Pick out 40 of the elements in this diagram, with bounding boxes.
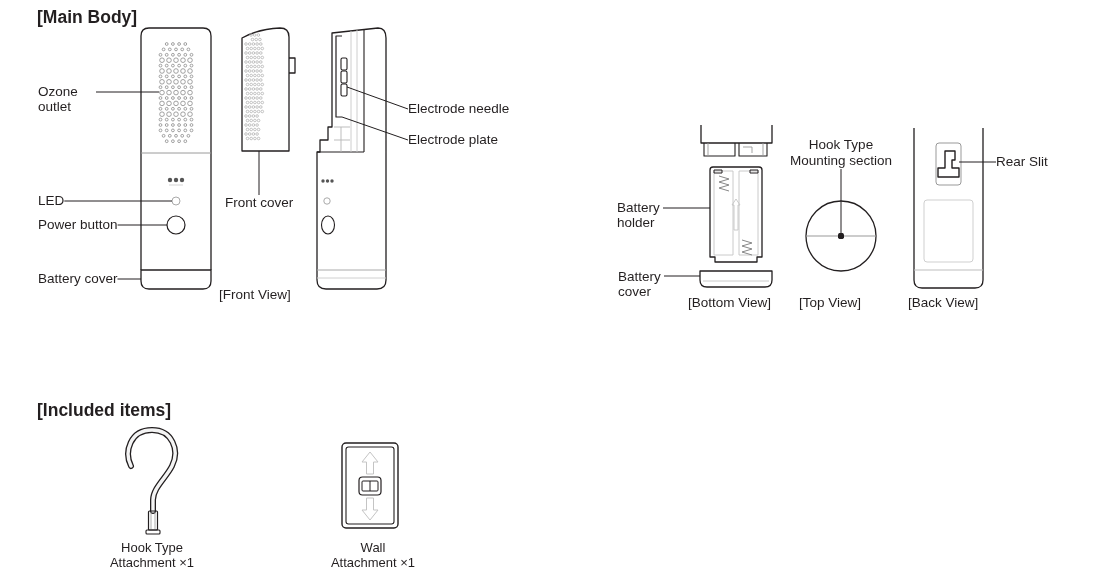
part-label: Hook Type Mounting section <box>787 137 895 169</box>
leader-line <box>117 224 168 226</box>
part-label: Rear Slit <box>996 154 1048 170</box>
part-label: Battery cover <box>618 269 664 299</box>
part-label: Electrode needle <box>408 101 510 117</box>
view-caption: [Front View] <box>219 287 291 303</box>
rear-slit-part <box>937 150 960 178</box>
electrode-plate-part <box>335 35 343 118</box>
part-label: Front cover <box>225 195 294 211</box>
part-label: Battery cover <box>38 271 118 287</box>
leader-line <box>662 207 711 209</box>
part-label: Battery holder <box>617 200 663 230</box>
power-button-part <box>166 215 186 235</box>
battery-cover-part <box>140 269 212 290</box>
front-cover-drawing <box>241 27 296 152</box>
item-caption: Wall Attachment ×1 <box>329 540 417 570</box>
view-caption: [Bottom View] <box>688 295 772 311</box>
leader-line <box>258 150 260 196</box>
vent-grille <box>158 42 194 143</box>
leader-line <box>117 278 142 280</box>
part-label: Ozone outlet <box>38 84 96 114</box>
part-label: Electrode plate <box>408 132 499 148</box>
view-caption: [Top View] <box>799 295 862 311</box>
battery-holder-part <box>709 166 763 263</box>
led-lamp <box>171 196 181 206</box>
leader-line <box>837 168 845 240</box>
leader-line <box>958 161 997 163</box>
battery-cover-part <box>699 270 773 288</box>
leader-line <box>341 116 409 141</box>
item-caption: Hook Type Attachment ×1 <box>108 540 196 570</box>
section-heading: [Included items] <box>37 399 172 421</box>
leader-line <box>95 91 160 93</box>
view-caption: [Back View] <box>908 295 979 311</box>
leader-line <box>346 86 409 110</box>
part-label: Power button <box>38 217 118 233</box>
section-heading: [Main Body] <box>37 6 138 28</box>
part-label: LED <box>38 193 65 209</box>
leader-line <box>663 275 701 277</box>
electrode-needle-part <box>340 57 348 97</box>
leader-line <box>63 200 173 202</box>
